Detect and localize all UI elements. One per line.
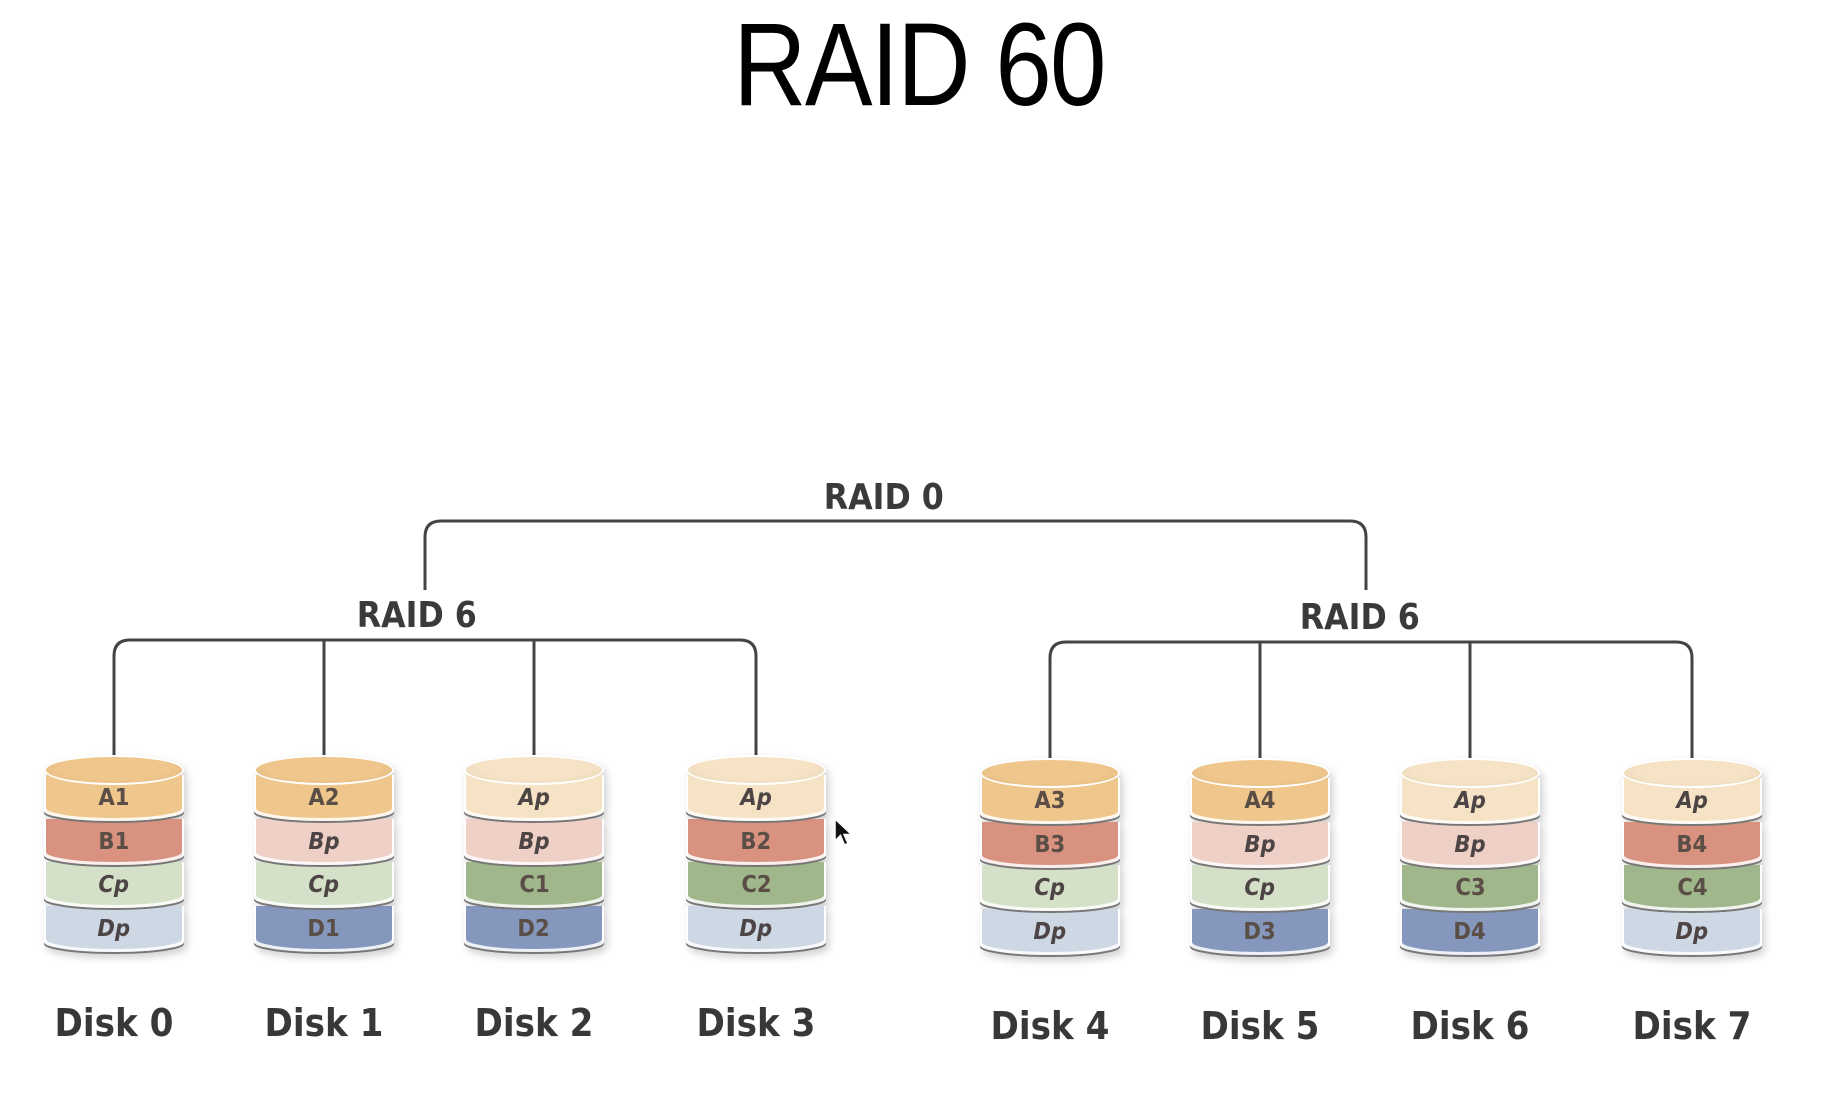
block-label: D2 xyxy=(517,916,551,942)
disk-label: Disk 7 xyxy=(1632,1004,1752,1048)
block-d4: D4 xyxy=(1400,909,1540,955)
disk-cylinder-icon: D3 Cp Bp A4 xyxy=(1190,758,1330,973)
disk-cylinder-icon: Dp C2 B2 Ap xyxy=(686,755,826,970)
block-label: Ap xyxy=(1676,788,1708,814)
raid0-bracket-line xyxy=(423,519,1368,590)
disk-label: Disk 4 xyxy=(990,1004,1110,1048)
block-label: D3 xyxy=(1243,919,1277,945)
disk-cylinder-icon: Dp Cp B3 A3 xyxy=(980,758,1120,973)
disk-label: Disk 1 xyxy=(264,1001,384,1045)
block-cp: Cp xyxy=(44,862,184,908)
block-d1: D1 xyxy=(254,906,394,952)
block-label: Cp xyxy=(1034,875,1066,901)
block-label: Cp xyxy=(308,872,340,898)
block-label: A2 xyxy=(308,785,340,811)
block-bp: Bp xyxy=(464,819,604,865)
block-bp: Bp xyxy=(1400,822,1540,868)
block-cp: Cp xyxy=(254,862,394,908)
block-label: Ap xyxy=(518,785,550,811)
block-bp: Bp xyxy=(1190,822,1330,868)
block-label: Dp xyxy=(739,916,773,942)
block-a4: A4 xyxy=(1190,778,1330,824)
block-label: Cp xyxy=(98,872,130,898)
block-label: Bp xyxy=(518,829,550,855)
block-label: Cp xyxy=(1244,875,1276,901)
block-label: D4 xyxy=(1453,919,1487,945)
block-b1: B1 xyxy=(44,819,184,865)
disk-cylinder-icon: D1 Cp Bp A2 xyxy=(254,755,394,970)
disk-label: Disk 3 xyxy=(696,1001,816,1045)
raid6-left-label: RAID 6 xyxy=(356,595,477,636)
block-b2: B2 xyxy=(686,819,826,865)
disk-top-cap xyxy=(1190,758,1330,788)
block-label: A1 xyxy=(98,785,130,811)
block-dp: Dp xyxy=(980,909,1120,955)
disk-top-cap xyxy=(1400,758,1540,788)
disk-top-cap xyxy=(686,755,826,785)
disk-cylinder-icon: Dp C4 B4 Ap xyxy=(1622,758,1762,973)
disk-top-cap xyxy=(464,755,604,785)
block-label: Ap xyxy=(1454,788,1486,814)
block-label: C1 xyxy=(518,872,550,898)
block-c4: C4 xyxy=(1622,865,1762,911)
block-label: C2 xyxy=(740,872,772,898)
block-label: A4 xyxy=(1244,788,1276,814)
block-c2: C2 xyxy=(686,862,826,908)
page-title: RAID 60 xyxy=(733,0,1106,131)
block-cp: Cp xyxy=(980,865,1120,911)
block-b4: B4 xyxy=(1622,822,1762,868)
block-label: C4 xyxy=(1676,875,1708,901)
block-dp: Dp xyxy=(44,906,184,952)
block-label: A3 xyxy=(1034,788,1066,814)
block-c3: C3 xyxy=(1400,865,1540,911)
disk-cylinder-icon: Dp Cp B1 A1 xyxy=(44,755,184,970)
raid6-right-label: RAID 6 xyxy=(1299,597,1420,638)
block-label: Ap xyxy=(740,785,772,811)
block-cp: Cp xyxy=(1190,865,1330,911)
disk-top-cap xyxy=(980,758,1120,788)
disk-label: Disk 2 xyxy=(474,1001,594,1045)
disk-label: Disk 6 xyxy=(1410,1004,1530,1048)
block-label: B2 xyxy=(740,829,772,855)
raid0-label: RAID 0 xyxy=(823,477,944,518)
disk-cylinder-icon: D2 C1 Bp Ap xyxy=(464,755,604,970)
disk-top-cap xyxy=(254,755,394,785)
block-d2: D2 xyxy=(464,906,604,952)
block-label: Dp xyxy=(97,916,131,942)
block-label: Dp xyxy=(1033,919,1067,945)
block-label: B4 xyxy=(1676,832,1708,858)
block-label: Bp xyxy=(1454,832,1486,858)
block-label: Bp xyxy=(308,829,340,855)
block-label: B3 xyxy=(1034,832,1066,858)
block-dp: Dp xyxy=(1622,909,1762,955)
disk-top-cap xyxy=(1622,758,1762,788)
raid6-left-bracket-line xyxy=(112,638,758,771)
block-ap: Ap xyxy=(464,775,604,821)
block-label: B1 xyxy=(98,829,130,855)
block-label: Bp xyxy=(1244,832,1276,858)
block-bp: Bp xyxy=(254,819,394,865)
block-label: C3 xyxy=(1454,875,1486,901)
block-dp: Dp xyxy=(686,906,826,952)
disk-cylinder-icon: D4 C3 Bp Ap xyxy=(1400,758,1540,973)
disk-top-cap xyxy=(44,755,184,785)
block-label: D1 xyxy=(307,916,341,942)
block-c1: C1 xyxy=(464,862,604,908)
disk-label: Disk 0 xyxy=(54,1001,174,1045)
block-d3: D3 xyxy=(1190,909,1330,955)
disk-label: Disk 5 xyxy=(1200,1004,1320,1048)
mouse-cursor-icon xyxy=(834,817,856,853)
block-b3: B3 xyxy=(980,822,1120,868)
raid6-right-bracket-line xyxy=(1048,640,1694,774)
block-label: Dp xyxy=(1675,919,1709,945)
